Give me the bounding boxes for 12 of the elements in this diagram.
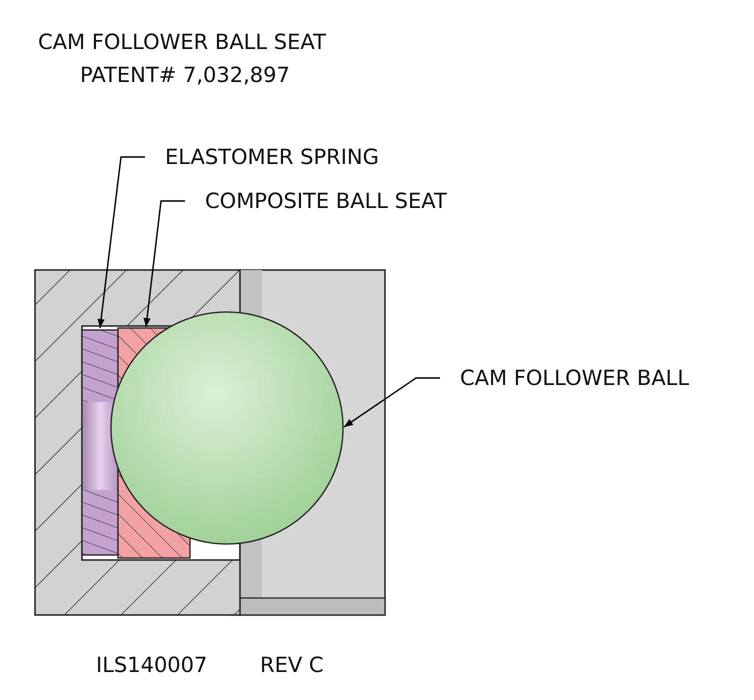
leader-line — [98, 156, 145, 328]
patent-number: PATENT# 7,032,897 — [80, 62, 290, 88]
leader-line — [144, 200, 185, 328]
drawing-number: ILS140007 — [96, 652, 208, 678]
title: CAM FOLLOWER BALL SEAT — [38, 29, 326, 55]
leader-line — [344, 377, 440, 428]
part-label: CAM FOLLOWER BALL — [460, 365, 690, 391]
part-label: COMPOSITE BALL SEAT — [205, 188, 447, 214]
revision-label: REV C — [260, 652, 324, 678]
ball-part — [110, 311, 344, 545]
part-label: ELASTOMER SPRING — [165, 144, 379, 170]
spring-part — [81, 329, 119, 556]
